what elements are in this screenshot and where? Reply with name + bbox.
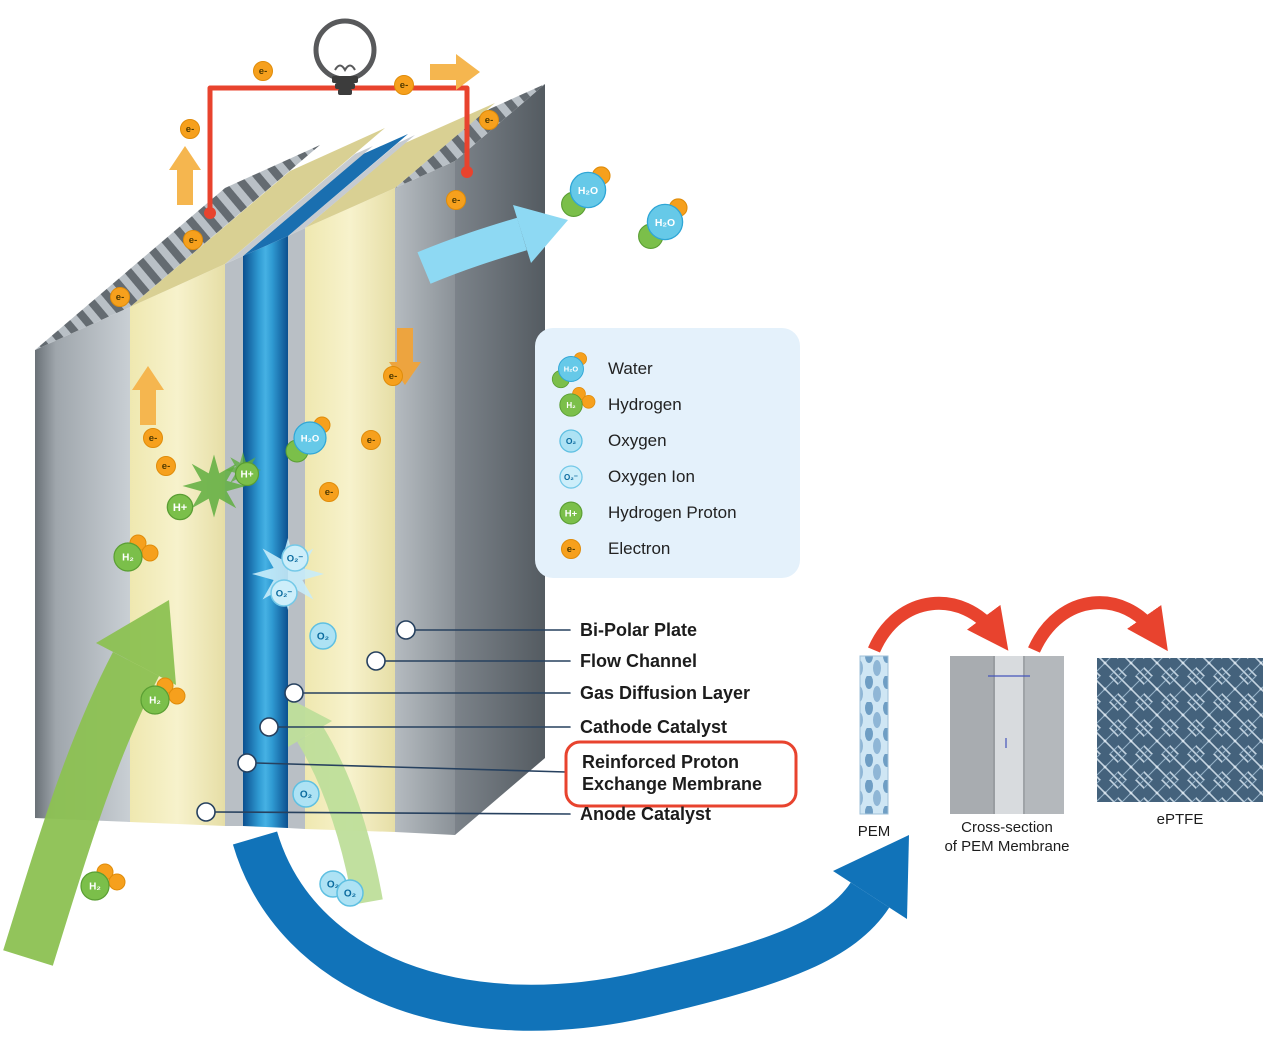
gdl-right-top [305, 103, 495, 228]
label-membrane-line1: Reinforced Proton [582, 752, 739, 772]
oxygen-molecule [309, 622, 337, 650]
electron [361, 430, 381, 450]
label-gdl: Gas Diffusion Layer [580, 683, 750, 703]
external-circuit [204, 18, 473, 219]
membrane-zoom-arrow [232, 831, 909, 1031]
electron [479, 110, 499, 130]
label-cathode-catalyst: Cathode Catalyst [580, 717, 727, 737]
catalyst-right-top [288, 135, 415, 236]
eptfe-image [1097, 658, 1263, 802]
cross-section-caption-line2: of PEM Membrane [944, 838, 1069, 855]
up-arrow-1 [169, 146, 201, 205]
legend-oxygen-ion-icon [559, 465, 583, 489]
cathode-catalyst-layer [288, 228, 305, 829]
oxygen-inlet-arrow [297, 726, 383, 905]
anode-catalyst-layer [225, 256, 243, 826]
electron [110, 287, 130, 307]
pem-strip-image [859, 655, 889, 815]
leader-lines [214, 629, 571, 815]
oxygen-inlet-arrowhead [288, 698, 332, 747]
wire-terminal-right [461, 166, 473, 178]
label-anode-catalyst: Anode Catalyst [580, 804, 711, 824]
legend-box [535, 328, 800, 578]
wire-terminal-left [204, 207, 216, 219]
electron [156, 456, 176, 476]
water-out-arrow [417, 217, 527, 284]
electron [383, 366, 403, 386]
electron [183, 230, 203, 250]
legend-oxygen-icon [559, 429, 583, 453]
pem-caption: PEM [858, 823, 891, 840]
hydrogen-proton [166, 493, 194, 521]
electron [253, 61, 273, 81]
electron [143, 428, 163, 448]
membrane-highlight-box [564, 740, 798, 808]
legend-electron-icon [561, 539, 581, 559]
legend-water-label: Water [608, 359, 653, 378]
label-flow-channel: Flow Channel [580, 651, 697, 671]
label-bipolar-plate: Bi-Polar Plate [580, 620, 697, 640]
electron [446, 190, 466, 210]
hydrogen-inlet-arrowhead [96, 600, 176, 685]
oxygen-molecule [292, 780, 320, 808]
oxygen-ion [270, 579, 298, 607]
gdl-left-top [130, 128, 385, 307]
zoom-arrowhead [833, 835, 909, 919]
legend-proton-icon [559, 501, 583, 525]
eptfe-caption: ePTFE [1157, 811, 1204, 828]
layer-callouts: Bi-Polar Plate Flow Channel Gas Diffusio… [196, 620, 798, 824]
membrane-layer [243, 236, 288, 828]
gas-diffusion-layer-right [305, 188, 395, 832]
leader-markers [196, 620, 416, 822]
up-arrow-2 [132, 366, 164, 425]
legend-hydrogen-label: Hydrogen [608, 395, 682, 414]
cross-section-image [950, 656, 1064, 814]
oxygen-molecule [336, 879, 364, 907]
bipolar-plate-left-top [35, 145, 320, 350]
stack-right-side [455, 84, 545, 835]
legend: Water Hydrogen Oxygen Oxygen Ion Hydroge… [535, 328, 800, 578]
legend-electron-label: Electron [608, 539, 670, 558]
flow-arrows [3, 54, 568, 966]
right-arrow [430, 54, 480, 90]
zoom-arrow-body [232, 831, 890, 1031]
oxygen-ion [281, 544, 309, 572]
insets: PEM Cross-section of PEM Membrane ePTFE [858, 596, 1263, 855]
light-bulb [313, 18, 377, 95]
legend-proton-label: Hydrogen Proton [608, 503, 737, 522]
electron [319, 482, 339, 502]
hydrogen-inlet-arrow [3, 651, 160, 966]
bipolar-plate-right-top [395, 84, 545, 188]
water-molecule [637, 198, 688, 250]
legend-oxygen-label: Oxygen [608, 431, 667, 450]
cross-section-caption-line1: Cross-section [961, 819, 1053, 836]
electron [180, 119, 200, 139]
hydrogen-proton [234, 461, 260, 487]
legend-oxygen-ion-label: Oxygen Ion [608, 467, 695, 486]
water-molecule [560, 166, 611, 218]
water-out-arrowhead [513, 205, 568, 263]
magnify-arrow-1 [868, 596, 1009, 653]
membrane-top [243, 134, 408, 256]
electron [394, 75, 414, 95]
label-membrane-line2: Exchange Membrane [582, 774, 762, 794]
magnify-arrow-2 [1028, 596, 1168, 653]
hydrogen-molecule [80, 863, 126, 901]
catalyst-left-top [225, 146, 373, 264]
